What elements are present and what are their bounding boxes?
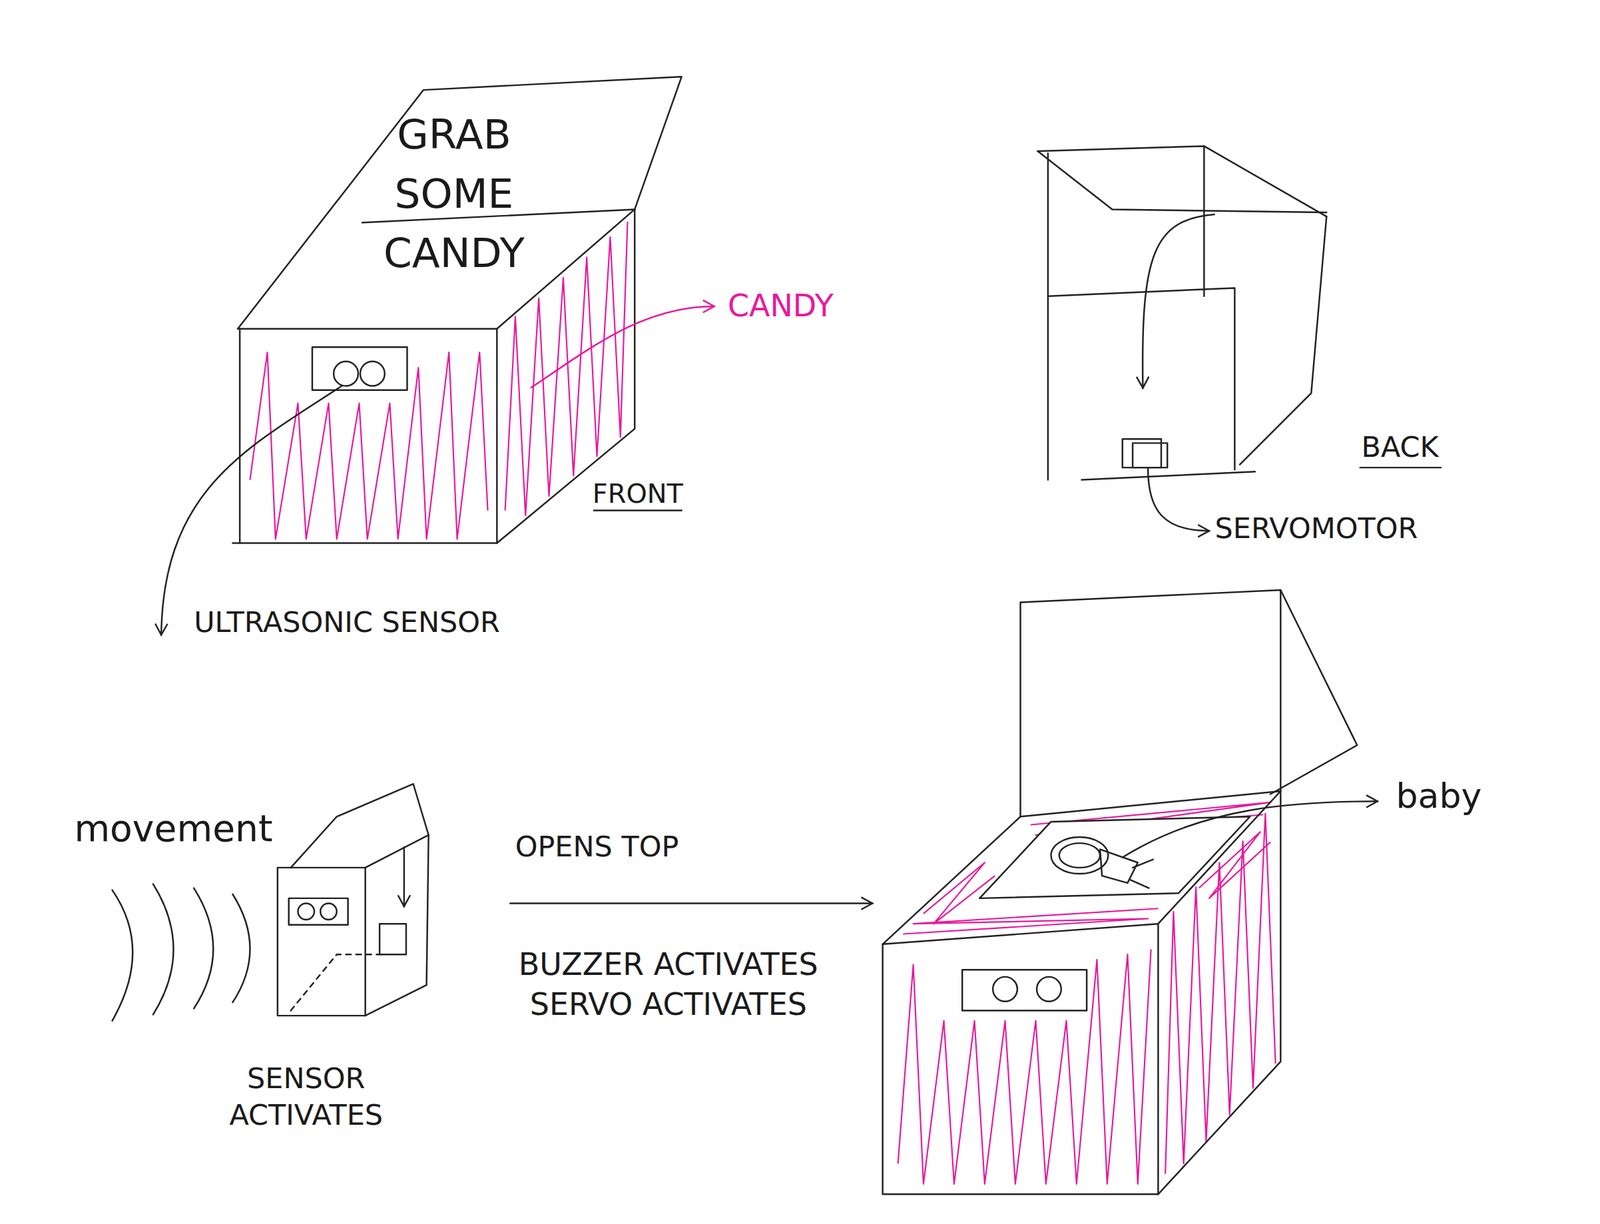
- handwritten-label: BACK: [1361, 430, 1439, 465]
- handwritten-label: SENSOR ACTIVATES: [206, 1060, 407, 1135]
- handwritten-label: CANDY: [727, 287, 834, 325]
- handwritten-label: movement: [73, 806, 273, 851]
- candy-box-front: [161, 76, 682, 635]
- handwritten-label: OPENS TOP: [515, 829, 680, 864]
- handwritten-label: FRONT: [592, 478, 684, 511]
- candy-box-back: [1038, 145, 1441, 531]
- candy-box-open: [882, 589, 1378, 1194]
- handwritten-label: BUZZER ACTIVATES SERVO ACTIVATES: [482, 944, 855, 1025]
- pink-leader: [530, 306, 715, 389]
- pink-scribble: [898, 802, 1276, 1184]
- handwritten-label: GRAB SOME CANDY: [367, 105, 541, 283]
- handwritten-label: SERVOMOTOR: [1215, 511, 1419, 546]
- handwritten-label: ULTRASONIC SENSOR: [193, 605, 501, 640]
- handwritten-label: baby: [1395, 775, 1482, 817]
